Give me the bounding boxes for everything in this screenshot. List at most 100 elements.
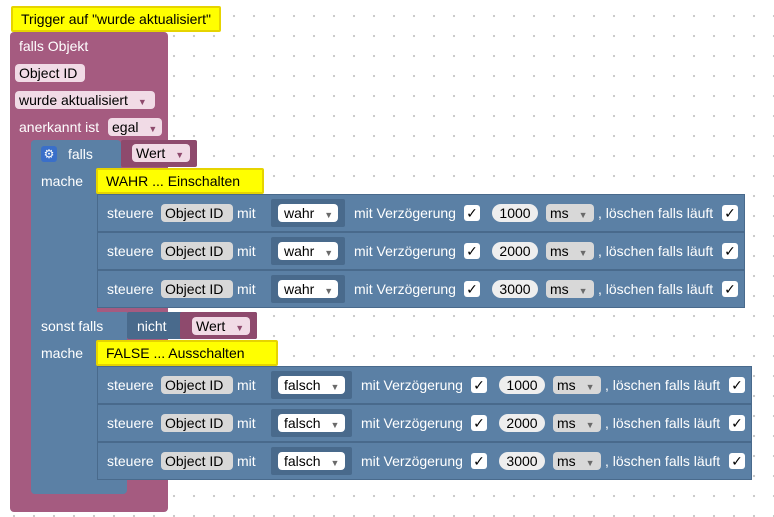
delay-input[interactable]: 1000: [492, 204, 538, 222]
delay-input[interactable]: 2000: [499, 414, 545, 432]
clear-checkbox[interactable]: ✓: [722, 281, 738, 297]
delay-checkbox[interactable]: ✓: [464, 205, 480, 221]
anerkannt-label: anerkannt ist: [19, 119, 100, 135]
object-id-field[interactable]: Object ID: [161, 204, 233, 222]
clear-checkbox[interactable]: ✓: [729, 377, 745, 393]
mit-label: mit: [237, 205, 256, 221]
delay-label: mit Verzögerung: [354, 243, 456, 259]
delay-label: mit Verzögerung: [354, 205, 456, 221]
object-id-field[interactable]: Object ID: [161, 452, 233, 470]
value-dropdown[interactable]: wahr ▼: [278, 204, 338, 222]
condition-variable-value: Wert: [136, 145, 166, 161]
object-id-field[interactable]: Object ID: [161, 376, 233, 394]
event-dropdown[interactable]: wurde aktualisiert ▼: [15, 91, 155, 109]
unit-dropdown-value: ms: [557, 377, 576, 393]
anerkannt-dropdown-value: egal: [112, 119, 139, 135]
delay-label: mit Verzögerung: [361, 377, 463, 393]
unit-dropdown-value: ms: [550, 243, 569, 259]
dropdown-arrow-icon: ▼: [324, 286, 334, 296]
clear-checkbox[interactable]: ✓: [729, 453, 745, 469]
clear-label: , löschen falls läuft: [598, 243, 714, 259]
mit-label: mit: [237, 281, 256, 297]
anerkannt-dropdown[interactable]: egal ▼: [108, 118, 162, 136]
clear-label: , löschen falls läuft: [605, 453, 721, 469]
clear-label: , löschen falls läuft: [605, 377, 721, 393]
clear-checkbox[interactable]: ✓: [729, 415, 745, 431]
steuere-label: steuere: [107, 205, 154, 221]
steuere-label: steuere: [107, 415, 154, 431]
delay-checkbox[interactable]: ✓: [471, 377, 487, 393]
dropdown-arrow-icon: ▼: [324, 248, 334, 258]
value-dropdown[interactable]: falsch ▼: [278, 414, 345, 432]
value-dropdown-value: falsch: [284, 377, 321, 393]
dropdown-arrow-icon: ▼: [148, 124, 158, 134]
delay-input[interactable]: 1000: [499, 376, 545, 394]
delay-input[interactable]: 3000: [499, 452, 545, 470]
dropdown-arrow-icon: ▼: [578, 286, 588, 296]
else-mache-label: mache: [41, 345, 84, 361]
unit-dropdown-value: ms: [550, 281, 569, 297]
dropdown-arrow-icon: ▼: [585, 382, 595, 392]
dropdown-arrow-icon: ▼: [330, 420, 340, 430]
mit-label: mit: [237, 243, 256, 259]
value-dropdown-value: wahr: [284, 205, 315, 221]
delay-label: mit Verzögerung: [361, 415, 463, 431]
value-dropdown-value: wahr: [284, 243, 315, 259]
sonst-falls-label: sonst falls: [41, 318, 104, 334]
dropdown-arrow-icon: ▼: [137, 97, 147, 107]
if-block-elseif-row: [31, 312, 127, 340]
if-block-footer: [31, 480, 127, 494]
clear-checkbox[interactable]: ✓: [722, 243, 738, 259]
if-mache-label: mache: [41, 173, 84, 189]
unit-dropdown[interactable]: ms ▼: [546, 280, 594, 298]
unit-dropdown[interactable]: ms ▼: [546, 242, 594, 260]
if-falls-label: falls: [68, 146, 93, 162]
gear-icon[interactable]: ⚙: [41, 146, 57, 162]
clear-label: , löschen falls läuft: [598, 205, 714, 221]
dropdown-arrow-icon: ▼: [235, 323, 245, 333]
dropdown-arrow-icon: ▼: [330, 458, 340, 468]
trigger-block-footer: [10, 498, 168, 512]
delay-input[interactable]: 3000: [492, 280, 538, 298]
clear-label: , löschen falls läuft: [598, 281, 714, 297]
unit-dropdown[interactable]: ms ▼: [553, 452, 601, 470]
mit-label: mit: [237, 453, 256, 469]
value-dropdown[interactable]: wahr ▼: [278, 242, 338, 260]
dropdown-arrow-icon: ▼: [578, 210, 588, 220]
trigger-object-id-field[interactable]: Object ID: [15, 64, 85, 82]
unit-dropdown[interactable]: ms ▼: [553, 414, 601, 432]
steuere-label: steuere: [107, 453, 154, 469]
nicht-label: nicht: [137, 318, 167, 334]
condition-variable-dropdown[interactable]: Wert ▼: [132, 144, 190, 162]
value-dropdown-value: falsch: [284, 453, 321, 469]
object-id-field[interactable]: Object ID: [161, 280, 233, 298]
else-comment[interactable]: FALSE ... Ausschalten: [96, 340, 278, 366]
else-condition-variable-dropdown[interactable]: Wert ▼: [192, 317, 250, 335]
delay-checkbox[interactable]: ✓: [471, 415, 487, 431]
delay-label: mit Verzögerung: [354, 281, 456, 297]
value-dropdown[interactable]: falsch ▼: [278, 452, 345, 470]
delay-input[interactable]: 2000: [492, 242, 538, 260]
object-id-field[interactable]: Object ID: [161, 414, 233, 432]
unit-dropdown[interactable]: ms ▼: [553, 376, 601, 394]
dropdown-arrow-icon: ▼: [585, 458, 595, 468]
dropdown-arrow-icon: ▼: [330, 382, 340, 392]
delay-checkbox[interactable]: ✓: [471, 453, 487, 469]
falls-objekt-label: falls Objekt: [19, 38, 89, 54]
dropdown-arrow-icon: ▼: [175, 150, 185, 160]
then-comment[interactable]: WAHR ... Einschalten: [96, 168, 264, 194]
delay-checkbox[interactable]: ✓: [464, 243, 480, 259]
steuere-label: steuere: [107, 281, 154, 297]
mit-label: mit: [237, 415, 256, 431]
object-id-field[interactable]: Object ID: [161, 242, 233, 260]
value-dropdown[interactable]: wahr ▼: [278, 280, 338, 298]
mit-label: mit: [237, 377, 256, 393]
unit-dropdown[interactable]: ms ▼: [546, 204, 594, 222]
value-dropdown-value: wahr: [284, 281, 315, 297]
clear-checkbox[interactable]: ✓: [722, 205, 738, 221]
dropdown-arrow-icon: ▼: [585, 420, 595, 430]
steuere-label: steuere: [107, 243, 154, 259]
delay-checkbox[interactable]: ✓: [464, 281, 480, 297]
trigger-comment[interactable]: Trigger auf "wurde aktualisiert": [11, 6, 221, 32]
value-dropdown[interactable]: falsch ▼: [278, 376, 345, 394]
